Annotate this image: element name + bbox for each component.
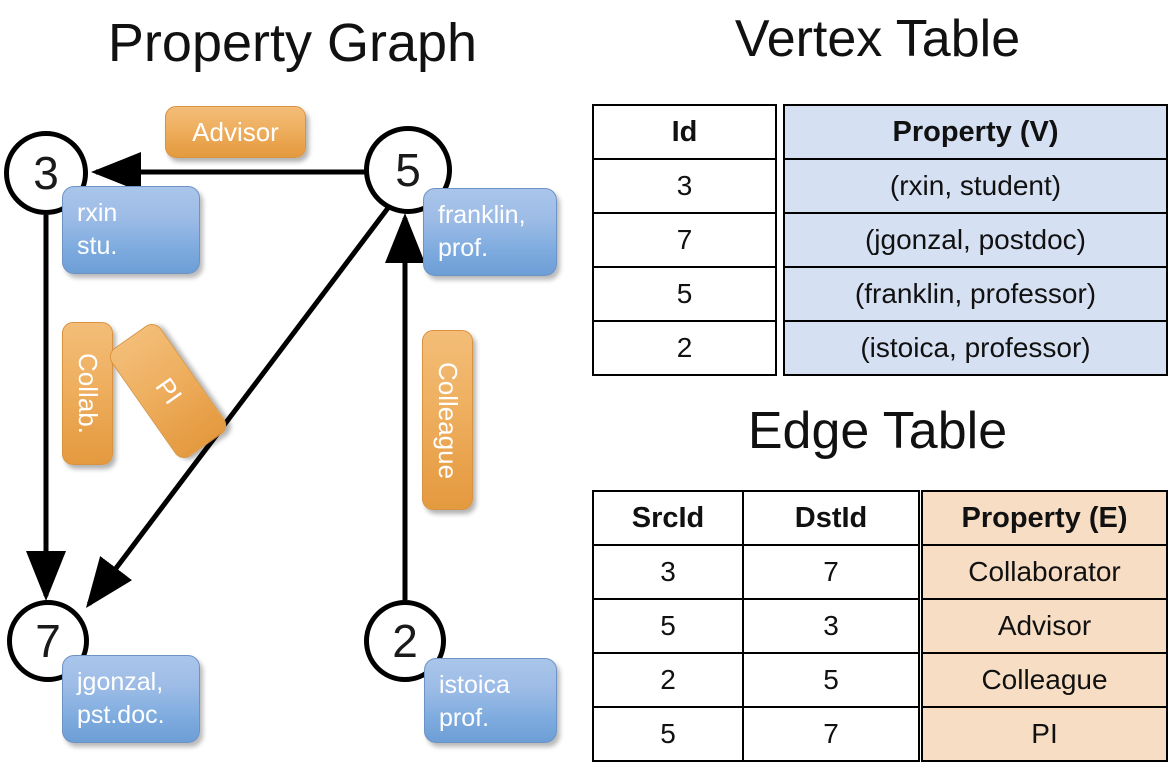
vertex-table-cell-id: 7 (592, 212, 777, 268)
edge-table-cell-property: PI (921, 706, 1168, 762)
edge-table-cell-dstid: 7 (742, 544, 920, 600)
graph-node-2[interactable]: 2 (364, 600, 446, 682)
table-header-row: SrcId DstId (592, 490, 920, 546)
vertex-table-cell-property: (franklin, professor) (783, 266, 1168, 322)
vertex-table-cell-property: (istoica, professor) (783, 320, 1168, 376)
table-header-row: Property (E) (921, 490, 1168, 546)
vertex-property-istoica-line1: istoica (439, 671, 510, 699)
vertex-table-header-id: Id (592, 104, 777, 160)
table-row[interactable]: 3 (592, 158, 777, 214)
vertex-property-istoica-line2: prof. (439, 704, 490, 732)
edge-table-src-dst-columns: SrcId DstId 3 7 5 3 2 5 5 7 (592, 490, 920, 762)
vertex-table-id-column: Id 3 7 5 2 (592, 104, 777, 376)
page-title-property-graph: Property Graph (107, 13, 478, 73)
vertex-table-cell-id: 3 (592, 158, 777, 214)
vertex-property-box-jgonzal[interactable]: jgonzal, pst.doc. (62, 655, 200, 743)
vertex-table-header-property: Property (V) (783, 104, 1168, 160)
edge-label-pi-text: PI (149, 372, 188, 410)
vertex-table-cell-property: (rxin, student) (783, 158, 1168, 214)
edge-table-cell-property: Collaborator (921, 544, 1168, 600)
edge-label-collab[interactable]: Collab. (62, 322, 113, 465)
edge-table-header-dstid: DstId (742, 490, 920, 546)
table-row[interactable]: 5 3 (592, 598, 920, 654)
page-title-vertex-table: Vertex Table (734, 10, 1021, 68)
table-row[interactable]: 2 (592, 320, 777, 376)
edge-table-header-property: Property (E) (921, 490, 1168, 546)
edge-table-header-srcid: SrcId (592, 490, 744, 546)
edge-label-colleague-text: Colleague (433, 361, 463, 479)
vertex-table-property-column: Property (V) (rxin, student) (jgonzal, p… (783, 104, 1168, 376)
graph-node-7-label: 7 (35, 615, 61, 667)
edge-table-cell-srcid: 3 (592, 544, 744, 600)
graph-node-5-label: 5 (395, 144, 421, 196)
table-row[interactable]: Advisor (921, 598, 1168, 654)
table-row[interactable]: 5 7 (592, 706, 920, 762)
edge-arrow-5-to-7 (85, 206, 390, 608)
graph-node-3-label: 3 (33, 147, 59, 199)
table-row[interactable]: Collaborator (921, 544, 1168, 600)
edge-table-cell-property: Advisor (921, 598, 1168, 654)
graph-node-2-label: 2 (392, 615, 418, 667)
graph-node-5[interactable]: 5 (364, 126, 452, 214)
table-row[interactable]: 2 5 (592, 652, 920, 708)
vertex-property-jgonzal-line2: pst.doc. (77, 701, 165, 729)
table-row[interactable]: (jgonzal, postdoc) (783, 212, 1168, 268)
edge-table-cell-srcid: 2 (592, 652, 744, 708)
vertex-property-box-istoica[interactable]: istoica prof. (424, 658, 557, 743)
edge-label-collab-text: Collab. (73, 353, 103, 434)
edge-table-cell-dstid: 7 (742, 706, 920, 762)
vertex-table-cell-id: 2 (592, 320, 777, 376)
vertex-property-franklin-line1: franklin, (438, 201, 526, 229)
graph-edge-arrows (26, 152, 425, 608)
table-row[interactable]: 3 7 (592, 544, 920, 600)
table-row[interactable]: (istoica, professor) (783, 320, 1168, 376)
edge-table-cell-srcid: 5 (592, 598, 744, 654)
property-graph-diagram: 3 5 7 2 rxin stu. franklin, prof. jgonza… (0, 0, 585, 760)
edge-table-cell-property: Colleague (921, 652, 1168, 708)
table-header-row: Id (592, 104, 777, 160)
edge-label-advisor[interactable]: Advisor (165, 106, 306, 158)
table-row[interactable]: (franklin, professor) (783, 266, 1168, 322)
vertex-property-franklin-line2: prof. (438, 234, 489, 262)
vertex-property-rxin-line2: stu. (77, 232, 118, 260)
vertex-property-box-franklin[interactable]: franklin, prof. (423, 188, 557, 276)
edge-table-property-column: Property (E) Collaborator Advisor Collea… (921, 490, 1168, 762)
edge-table-cell-dstid: 5 (742, 652, 920, 708)
edge-table-cell-dstid: 3 (742, 598, 920, 654)
page-title-edge-table: Edge Table (747, 402, 1008, 460)
vertex-property-jgonzal-line1: jgonzal, (77, 668, 164, 696)
edge-label-advisor-text: Advisor (192, 116, 279, 147)
table-row[interactable]: (rxin, student) (783, 158, 1168, 214)
table-row[interactable]: 5 (592, 266, 777, 322)
vertex-property-rxin-line1: rxin (77, 199, 118, 227)
table-row[interactable]: PI (921, 706, 1168, 762)
table-header-row: Property (V) (783, 104, 1168, 160)
edge-label-colleague[interactable]: Colleague (422, 330, 473, 510)
edge-table-cell-srcid: 5 (592, 706, 744, 762)
vertex-property-box-rxin[interactable]: rxin stu. (62, 186, 200, 274)
table-row[interactable]: 7 (592, 212, 777, 268)
vertex-table-cell-id: 5 (592, 266, 777, 322)
table-row[interactable]: Colleague (921, 652, 1168, 708)
vertex-table-cell-property: (jgonzal, postdoc) (783, 212, 1168, 268)
